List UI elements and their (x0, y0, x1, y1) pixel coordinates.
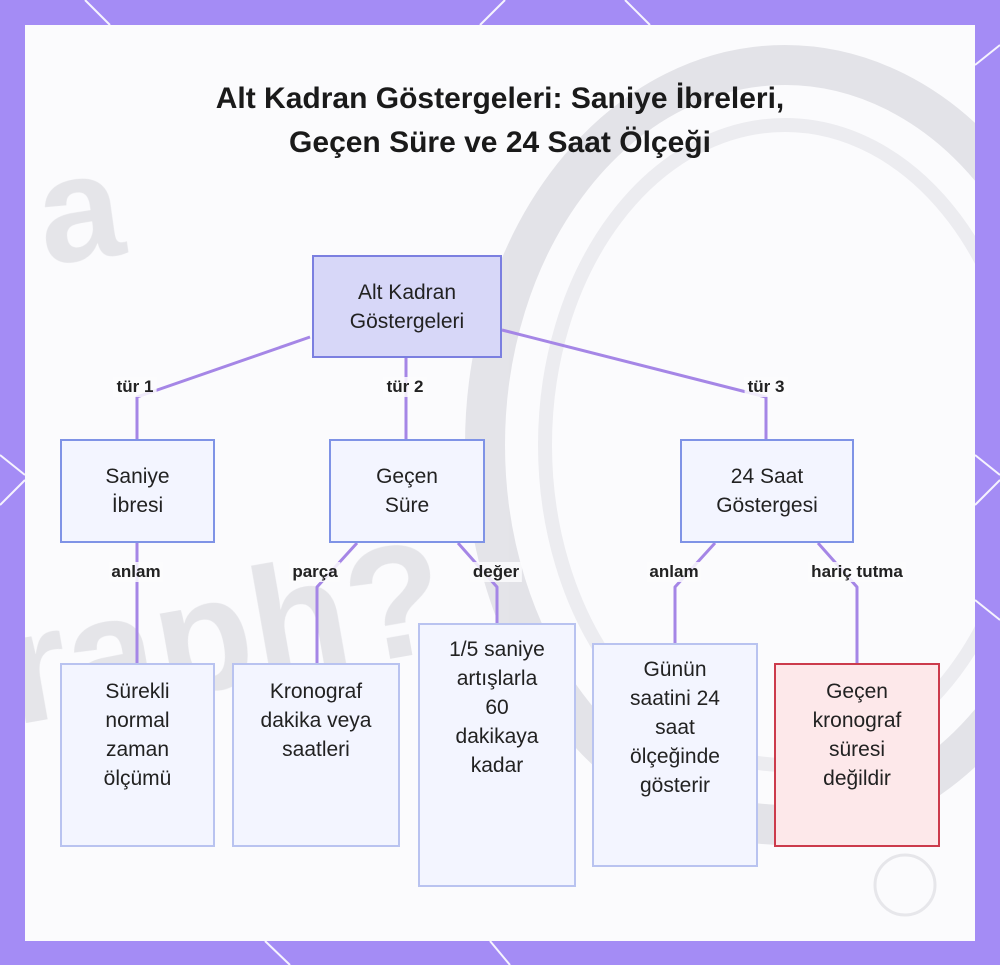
edge-label-exclusion: hariç tutma (808, 562, 906, 582)
edge-label-type2: tür 2 (383, 377, 427, 397)
day-time-24h-label: Günün saatini 24 saat ölçeğinde gösterir (630, 658, 720, 797)
edge-root-to-24h-indicator (501, 328, 768, 440)
root-node-label: Alt Kadran Göstergeleri (349, 280, 465, 333)
elapsed-time-label: Geçen Süre (376, 465, 438, 517)
edge-root-to-seconds-hand (135, 335, 311, 440)
edge-label-part: parça (289, 562, 341, 582)
edge-elapsed-to-fifth-second (456, 542, 499, 625)
hour24-indicator-label: 24 Saat Göstergesi (716, 465, 818, 517)
seconds-hand-node: Saniye İbresi (60, 439, 215, 543)
chrono-minutes-hours-label: Kronograf dakika veya saatleri (260, 680, 372, 761)
connector-lines (135, 328, 859, 665)
seconds-hand-label: Saniye İbresi (105, 465, 170, 517)
fifth-second-label: 1/5 saniye artışlarla 60 dakikaya kadar (449, 638, 545, 777)
edge-label-type3: tür 3 (744, 377, 788, 397)
continuous-time-label: Sürekli normal zaman ölçümü (103, 680, 172, 790)
diagram-title: Alt Kadran Göstergeleri: Saniye İbreleri… (215, 82, 785, 159)
edge-label-meaning2: anlam (646, 562, 702, 582)
day-time-24h-node: Günün saatini 24 saat ölçeğinde gösterir (592, 643, 758, 867)
edge-label-meaning1: anlam (108, 562, 164, 582)
edge-24h-to-not-elapsed (816, 542, 859, 665)
not-elapsed-node: Geçen kronograf süresi değildir (774, 663, 940, 847)
root-node: Alt Kadran Göstergeleri (312, 255, 502, 358)
not-elapsed-label: Geçen kronograf süresi değildir (812, 680, 902, 790)
edge-24h-to-day-time (673, 541, 717, 645)
hour24-indicator-node: 24 Saat Göstergesi (680, 439, 854, 543)
edge-label-value: değer (469, 562, 523, 582)
elapsed-time-node: Geçen Süre (329, 439, 485, 543)
diagram-canvas: a raph? Alt Kadran Göstergeleri: Saniye … (25, 25, 975, 941)
chrono-minutes-hours-node: Kronograf dakika veya saatleri (232, 663, 400, 847)
edge-elapsed-to-chrono (315, 541, 359, 665)
edge-label-type1: tür 1 (113, 377, 157, 397)
fifth-second-node: 1/5 saniye artışlarla 60 dakikaya kadar (418, 623, 576, 887)
continuous-time-node: Sürekli normal zaman ölçümü (60, 663, 215, 847)
